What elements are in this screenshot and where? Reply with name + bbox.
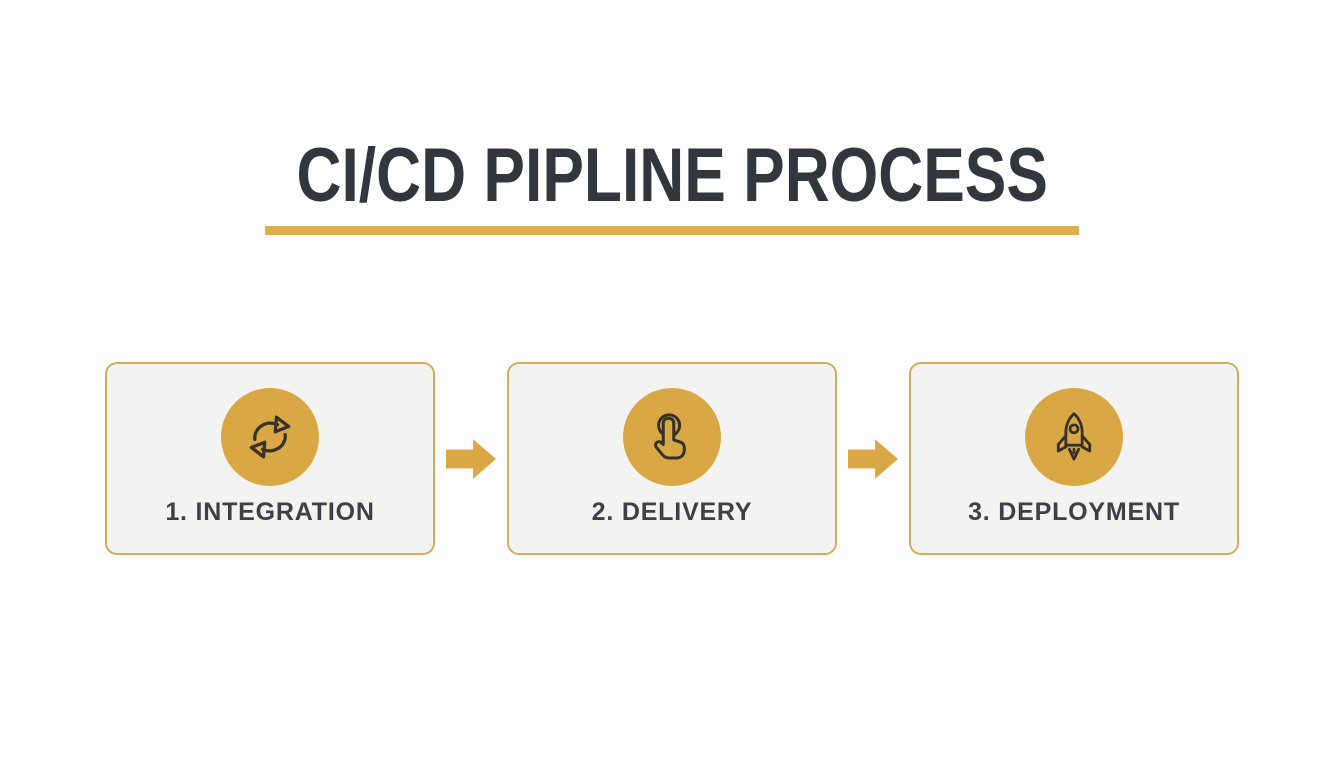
step-label: 2. DELIVERY: [591, 498, 753, 526]
title-underline: [265, 226, 1079, 235]
step-icon-circle: [221, 388, 319, 486]
arrow-right-icon: [848, 438, 898, 479]
tap-icon: [654, 413, 686, 460]
step-icon-circle: [623, 388, 721, 486]
sync-icon: [249, 415, 291, 459]
rocket-icon: [1056, 412, 1092, 461]
diagram-header: CI/CD PIPLINE PROCESS: [0, 138, 1344, 235]
arrow-right-icon: [446, 438, 496, 479]
step-card-deployment: 3. DEPLOYMENT: [909, 362, 1239, 555]
step-label: 3. DEPLOYMENT: [968, 498, 1180, 526]
flow-connector: [435, 362, 507, 555]
diagram-title: CI/CD PIPLINE PROCESS: [296, 133, 1048, 218]
step-card-delivery: 2. DELIVERY: [507, 362, 837, 555]
step-card-integration: 1. INTEGRATION: [105, 362, 435, 555]
flow-connector: [837, 362, 909, 555]
process-flow: 1. INTEGRATION 2. DELIVERY: [105, 362, 1239, 555]
step-label: 1. INTEGRATION: [165, 498, 375, 526]
step-icon-circle: [1025, 388, 1123, 486]
